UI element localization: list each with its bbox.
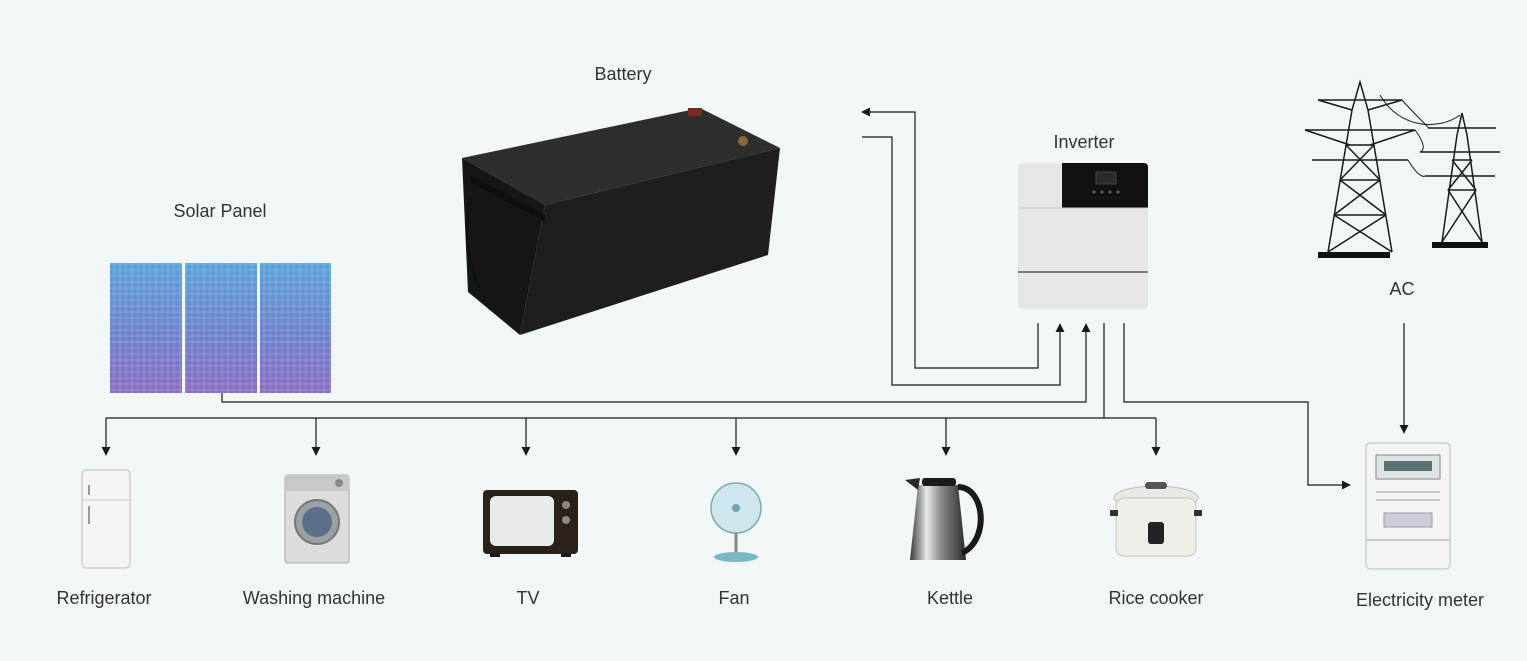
power-tower-base <box>1318 252 1390 258</box>
rice-cooker-image <box>1110 482 1202 557</box>
washing-machine-image <box>284 474 350 564</box>
kettle-label: Kettle <box>926 588 974 608</box>
washing-machine-label: Washing machine <box>242 588 386 608</box>
inverter-image <box>1018 163 1148 309</box>
fan-image <box>710 482 762 562</box>
power-tower-small-base <box>1432 242 1488 248</box>
inverter-to-meter-line <box>1123 323 1351 490</box>
refrigerator-image <box>81 469 131 569</box>
solar-panel-image <box>110 263 331 393</box>
inverter-to-battery-line <box>861 107 1039 369</box>
solar-to-inverter-line <box>221 323 1091 403</box>
tv-label: TV <box>516 588 540 608</box>
rice-cooker-label: Rice cooker <box>1108 588 1204 608</box>
solar-panel-label: Solar Panel <box>173 201 267 221</box>
electricity-meter-image <box>1365 442 1451 570</box>
ac-label: AC <box>1389 279 1415 299</box>
electricity-meter-label: Electricity meter <box>1355 590 1485 610</box>
tv-image <box>483 490 578 557</box>
connection-lines <box>101 107 1409 490</box>
inverter-label: Inverter <box>1053 132 1115 152</box>
battery-label: Battery <box>594 64 652 84</box>
kettle-image <box>905 478 984 560</box>
refrigerator-label: Refrigerator <box>56 588 152 608</box>
power-tower-icon <box>1304 79 1500 253</box>
battery-to-inverter-line <box>862 136 1065 386</box>
battery-image <box>462 108 780 335</box>
fan-label: Fan <box>718 588 750 608</box>
